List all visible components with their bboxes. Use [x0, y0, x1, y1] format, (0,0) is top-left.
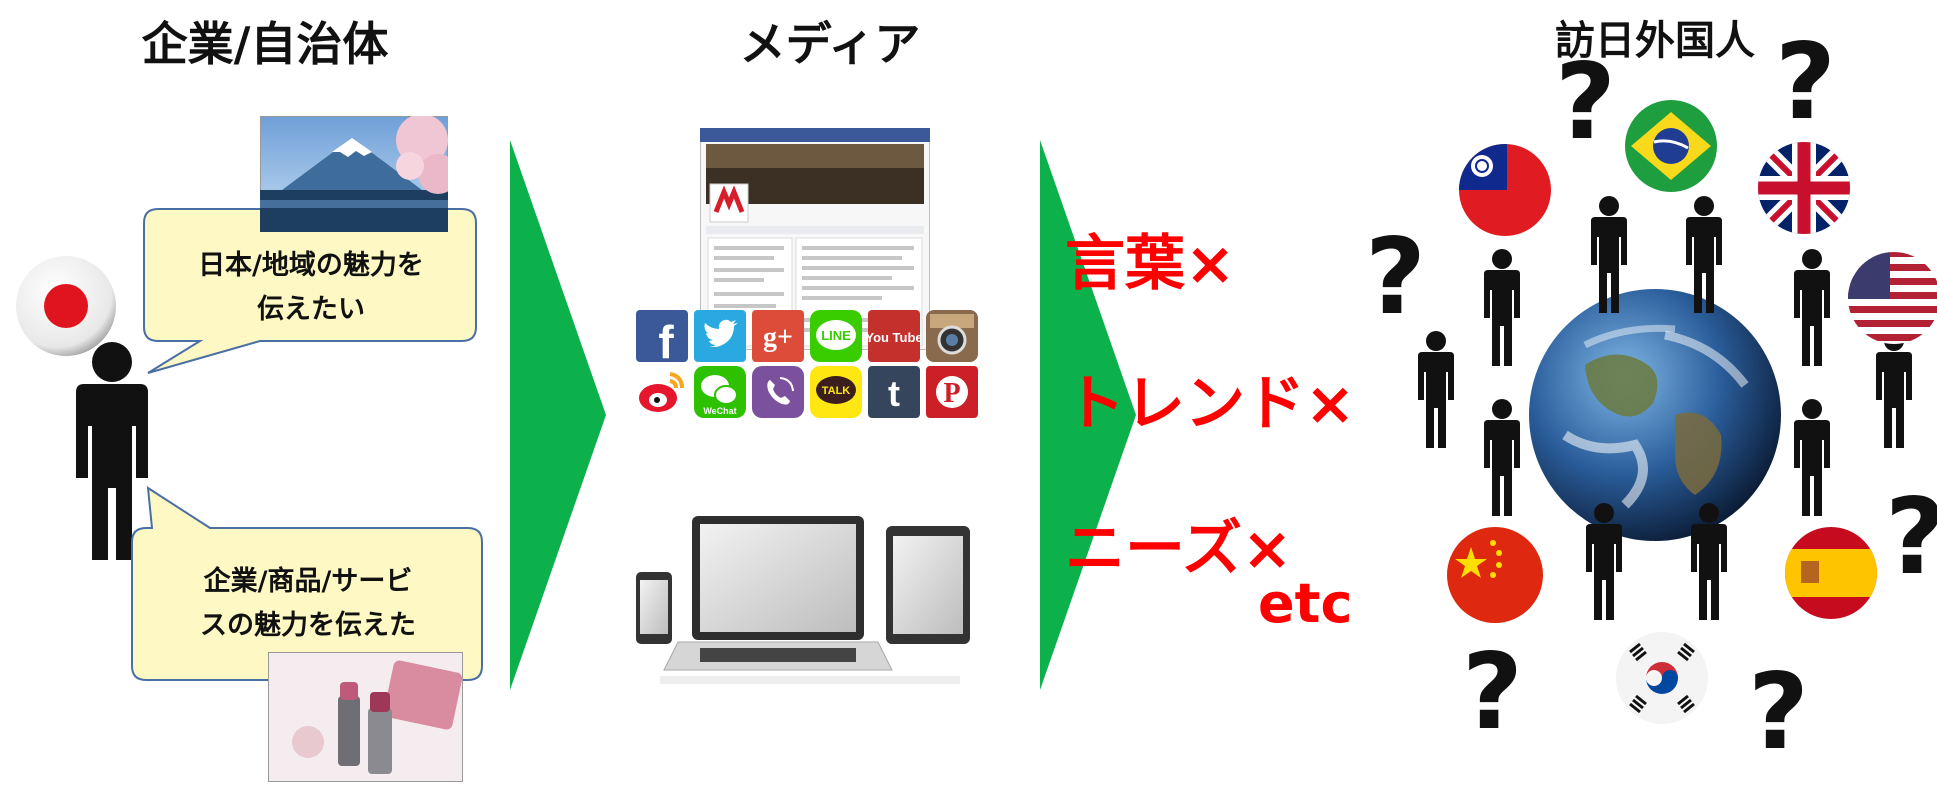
facebook-icon: f — [636, 310, 688, 362]
bubble-bottom-text: 企業/商品/サービ スの魅力を伝えた — [138, 560, 478, 648]
sns-icons-row1: f g+ LINE You Tube — [636, 310, 996, 362]
taiwan-flag-icon — [1459, 144, 1551, 236]
line-icon: LINE — [810, 310, 862, 362]
earth-globe-icon — [1529, 289, 1781, 541]
speech-bubble-top — [143, 208, 477, 374]
visitor-person-icon — [1794, 249, 1830, 366]
arrow-to-media-icon — [510, 140, 606, 690]
wechat-icon-glyph: WeChat — [703, 406, 736, 416]
tumblr-icon-glyph: t — [888, 373, 900, 414]
visitor-person-icon — [1794, 399, 1830, 516]
youtube-icon: You Tube — [868, 310, 920, 362]
bubble-top-text: 日本/地域の魅力を 伝えたい — [146, 244, 476, 332]
google-plus-icon-glyph: g+ — [763, 322, 793, 353]
viber-icon — [752, 366, 804, 418]
question-mark-5: ? — [1462, 631, 1523, 753]
question-mark-1: ? — [1555, 41, 1616, 163]
arrow-to-visitors-icon — [1040, 140, 1136, 690]
question-mark-4: ? — [1885, 485, 1937, 590]
usa-flag-icon — [1848, 252, 1937, 344]
visitors-heading: 訪日外国人 — [1555, 18, 1755, 64]
question-mark-3: ? — [1365, 216, 1426, 338]
visitor-person-icon — [1686, 196, 1722, 313]
bubble-bottom-line2: スの魅力を伝えた — [200, 610, 416, 641]
weibo-icon — [639, 372, 684, 412]
tumblr-icon: t — [868, 366, 920, 418]
youtube-icon-glyph: You Tube — [868, 330, 920, 345]
person-icon — [76, 342, 148, 560]
pinterest-icon-glyph: P — [943, 378, 960, 409]
google-plus-icon: g+ — [752, 310, 804, 362]
sns-icons-row2: WeChat TALK t P — [636, 366, 996, 418]
kakaotalk-icon: TALK — [810, 366, 862, 418]
japan-flag-icon — [16, 256, 116, 356]
barrier-etc: etc — [1258, 572, 1353, 635]
barrier-trends: トレンド× — [1065, 369, 1356, 439]
brazil-flag-icon — [1625, 100, 1717, 192]
question-mark-2: ? — [1775, 21, 1836, 143]
korea-flag-icon — [1616, 632, 1708, 724]
line-icon-glyph: LINE — [821, 328, 851, 343]
visitor-person-icon — [1418, 331, 1454, 448]
instagram-icon — [926, 310, 978, 362]
visitor-person-icon — [1876, 331, 1912, 448]
cosmetics-photo — [268, 652, 463, 782]
barrier-words: 言葉× — [1065, 229, 1236, 299]
china-flag-icon — [1447, 527, 1543, 623]
visitor-person-icon — [1591, 196, 1627, 313]
bubble-bottom-line1: 企業/商品/サービ — [203, 566, 413, 597]
question-mark-6: ? — [1748, 651, 1809, 773]
facebook-icon-glyph: f — [658, 316, 674, 362]
pinterest-icon: P — [926, 366, 978, 418]
visitor-person-icon — [1586, 503, 1622, 620]
company-heading: 企業/自治体 — [141, 17, 389, 71]
twitter-icon — [694, 310, 746, 362]
visitor-people-group — [1400, 190, 1937, 630]
bubble-top-line1: 日本/地域の魅力を — [198, 250, 424, 281]
mount-fuji-photo — [260, 116, 448, 232]
speech-bubble-bottom — [131, 486, 483, 681]
barrier-needs: ニーズ× — [1065, 514, 1293, 584]
uk-flag-icon — [1758, 142, 1850, 234]
visitor-person-icon — [1484, 249, 1520, 366]
spain-flag-icon — [1785, 527, 1877, 619]
media-heading: メディア — [739, 17, 921, 71]
visitor-person-icon — [1691, 503, 1727, 620]
wechat-icon: WeChat — [694, 366, 746, 418]
devices-illustration — [636, 516, 970, 684]
kakaotalk-icon-glyph: TALK — [822, 385, 851, 397]
bubble-top-line2: 伝えたい — [257, 294, 365, 325]
visitor-person-icon — [1484, 399, 1520, 516]
